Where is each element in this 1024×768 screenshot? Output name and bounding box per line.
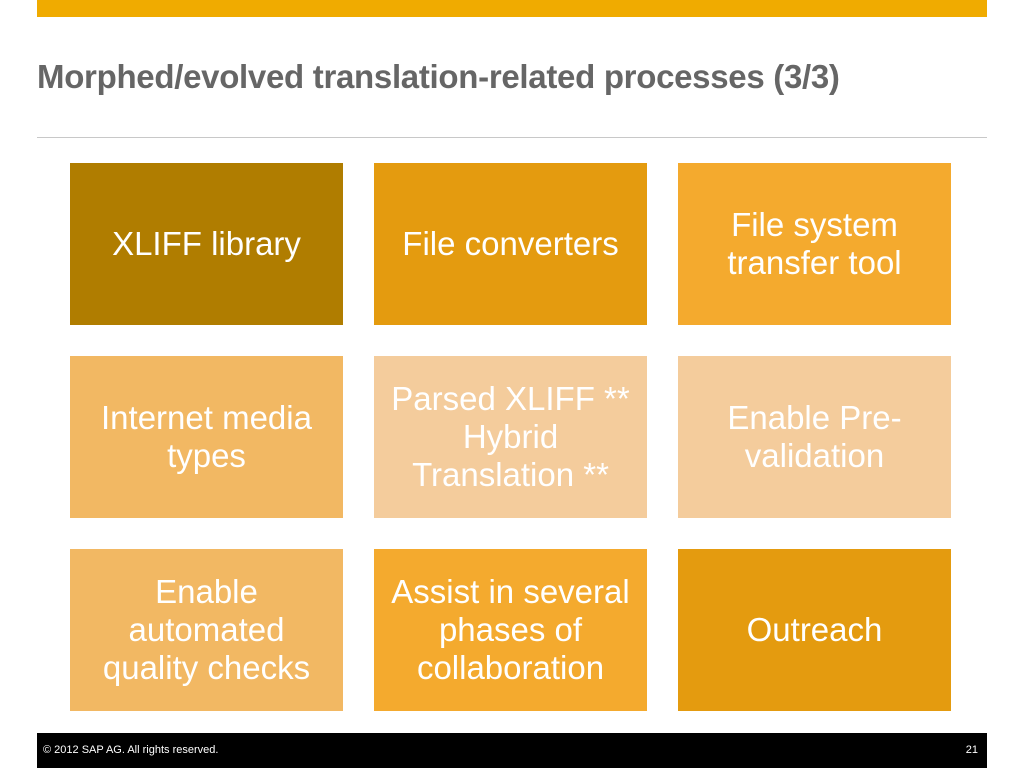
tile-enable-pre-validation: Enable Pre-validation xyxy=(678,356,951,518)
tile-enable-automated-quality-checks: Enable automated quality checks xyxy=(70,549,343,711)
top-accent-bar xyxy=(37,0,987,17)
tile-file-system-transfer-tool: File system transfer tool xyxy=(678,163,951,325)
tile-label: Internet media types xyxy=(101,399,312,474)
tile-label: Enable automated quality checks xyxy=(102,573,311,686)
tile-grid: XLIFF library File converters File syste… xyxy=(70,163,951,711)
footer-bar: © 2012 SAP AG. All rights reserved. 21 xyxy=(37,733,987,768)
tile-assist-collaboration: Assist in several phases of collaboratio… xyxy=(374,549,647,711)
page-number: 21 xyxy=(965,744,978,756)
tile-label: XLIFF library xyxy=(112,225,301,262)
tile-label: Outreach xyxy=(746,611,883,648)
tile-label: File converters xyxy=(402,225,619,262)
tile-label: Assist in several phases of collaboratio… xyxy=(391,573,630,686)
tile-internet-media-types: Internet media types xyxy=(70,356,343,518)
tile-outreach: Outreach xyxy=(678,549,951,711)
tile-label: Parsed XLIFF ** Hybrid Translation ** xyxy=(391,380,630,493)
tile-xliff-library: XLIFF library xyxy=(70,163,343,325)
copyright-text: © 2012 SAP AG. All rights reserved. xyxy=(43,744,219,756)
title-divider xyxy=(37,137,987,138)
tile-label: File system transfer tool xyxy=(727,206,902,281)
tile-parsed-xliff: Parsed XLIFF ** Hybrid Translation ** xyxy=(374,356,647,518)
slide-title: Morphed/evolved translation-related proc… xyxy=(37,58,840,95)
tile-file-converters: File converters xyxy=(374,163,647,325)
tile-label: Enable Pre-validation xyxy=(727,399,902,474)
